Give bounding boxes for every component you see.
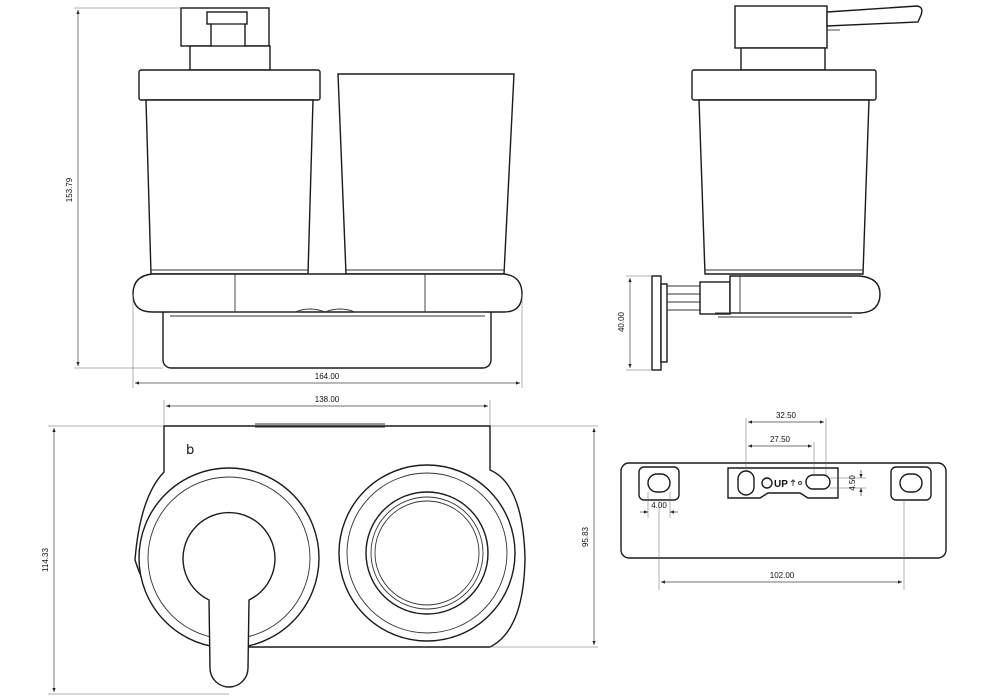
pump-head (180, 7, 271, 71)
dim-top-width: 138.00 (163, 395, 491, 426)
dim-width-base-label: 164.00 (315, 372, 340, 381)
dim-edge-offset: 4.00 (640, 492, 678, 518)
right-mount-hole (890, 466, 932, 501)
dim-slot-inner-label: 27.50 (770, 435, 791, 444)
glass-tumbler (337, 73, 515, 275)
brand-logo: b (186, 443, 194, 458)
dim-top-depth-label: 114.33 (41, 548, 50, 572)
dim-wall-depth: 40.00 (617, 275, 652, 371)
dim-width-base: 164.00 (132, 294, 523, 388)
dim-height-total: 153.79 (65, 7, 181, 369)
side-pump (734, 5, 923, 71)
holder-base (132, 273, 523, 369)
dim-hole-spacing: 102.00 (658, 500, 905, 590)
pump-circle (138, 467, 320, 688)
up-arrow-icon (790, 478, 796, 486)
up-label: UP (774, 479, 788, 490)
top-view: b 138.00 114.33 (41, 395, 598, 695)
dim-top-depth: 114.33 (41, 425, 229, 695)
dim-slot-inner: 27.50 (748, 435, 815, 475)
side-bottle (691, 69, 877, 275)
front-view: 153.79 164.00 (65, 7, 523, 388)
dim-cup-ring: 95.83 (490, 425, 598, 648)
dim-slot-height-label: 4.50 (848, 475, 857, 491)
dim-height-total-label: 153.79 (65, 177, 74, 202)
dim-slot-outer-label: 32.50 (776, 411, 797, 420)
side-view: 40.00 (617, 5, 923, 371)
dim-top-width-label: 138.00 (315, 395, 340, 404)
dim-wall-depth-label: 40.00 (617, 311, 626, 332)
dim-slot-outer: 32.50 (745, 411, 827, 475)
dim-hole-spacing-label: 102.00 (770, 571, 795, 580)
wall-plate (620, 462, 947, 559)
left-mount-hole (638, 466, 680, 501)
dim-cup-ring-label: 95.83 (581, 526, 590, 547)
dim-slot-height: 4.50 (830, 470, 866, 496)
center-bracket: UP (727, 467, 839, 499)
side-base (715, 275, 881, 318)
soap-bottle (138, 69, 321, 275)
cup-circle (338, 464, 516, 642)
wall-plate-view: UP 32.50 27.50 4.50 (620, 411, 947, 590)
side-wall-plate (651, 275, 731, 371)
dim-edge-offset-label: 4.00 (651, 501, 667, 510)
